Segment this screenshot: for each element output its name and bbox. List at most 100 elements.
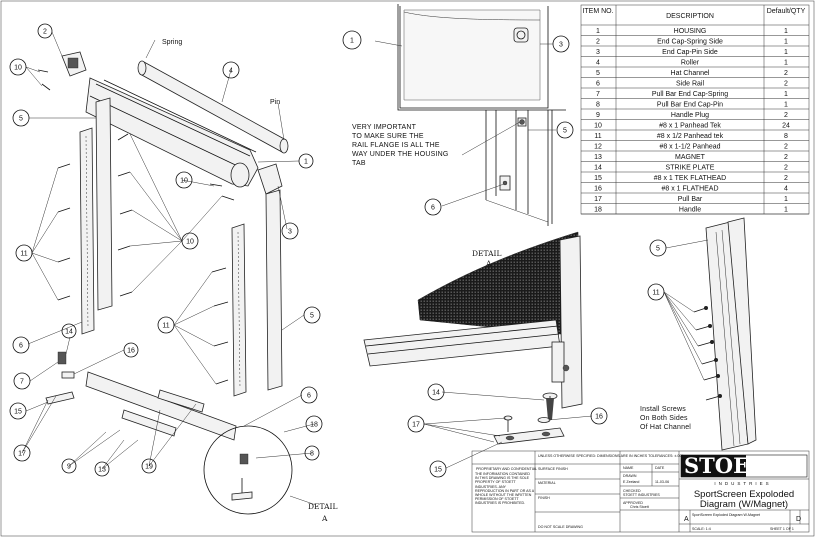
pull-bar-part: [85, 371, 237, 441]
table-cell-description: MAGNET: [675, 154, 706, 161]
table-cell-description: #8 x 1/2 Panhead tek: [657, 133, 724, 140]
callout-2: 2: [43, 29, 47, 36]
table-cell-item: 17: [594, 196, 602, 203]
callout-11-b: 11: [162, 323, 169, 330]
table-header-item: ITEM NO.: [582, 8, 613, 15]
table-cell-description: End Cap-Spring Side: [657, 39, 723, 46]
dwg-no: SportScreen Exploded Diagram W-Magnet: [692, 513, 760, 517]
table-cell-item: 6: [596, 81, 600, 88]
drawn-name: E Zeeland: [623, 480, 639, 484]
size-value: A: [684, 516, 689, 523]
callout-16-b: 16: [595, 414, 603, 421]
install-line-1: Install Screws: [640, 406, 686, 413]
callout-15-a: 15: [14, 409, 22, 416]
callout-9: 9: [67, 464, 71, 471]
surface-finish-label: SURFACE FINISH: [538, 467, 568, 471]
proprietary-text-box: THE INFORMATION CONTAINED IN THIS DRAWIN…: [475, 472, 534, 506]
rev-value: D: [796, 516, 801, 523]
table-cell-description: HOUSING: [674, 28, 707, 35]
detail-a-label-left: DETAIL: [308, 502, 337, 511]
callout-7: 7: [20, 379, 24, 386]
side-rail-left: [79, 127, 95, 335]
callout-11-a: 11: [20, 251, 27, 258]
table-cell-description: Pull Bar: [678, 196, 703, 203]
table-cell-qty: 1: [784, 91, 788, 98]
table-cell-item: 3: [596, 49, 600, 56]
drawing-title-line-1: SportScreen Expoloded: [694, 489, 794, 500]
note-line-5: TAB: [352, 160, 366, 167]
callout-11-c: 11: [652, 290, 659, 297]
table-cell-item: 14: [594, 165, 602, 172]
install-line-3: Of Hat Channel: [640, 424, 691, 431]
table-cell-item: 7: [596, 91, 600, 98]
callout-17-a: 17: [18, 451, 26, 458]
table-cell-item: 16: [594, 186, 602, 193]
note-line-1: VERY IMPORTANT: [352, 124, 417, 131]
callouts-left: 2 10 5 4 1 10 3 10 11 11 5 6 14 16 7 6 1…: [9, 23, 323, 477]
detail-a-letter-mid: A: [485, 259, 492, 268]
table-cell-qty: 1: [784, 39, 788, 46]
callout-14-b: 14: [432, 390, 440, 397]
approved-label: APPROVED: [623, 501, 643, 505]
table-cell-item: 9: [596, 112, 600, 119]
table-cell-qty: 2: [784, 112, 788, 119]
detail-a-circle: [203, 425, 293, 515]
end-cap-pin-part: [257, 163, 283, 195]
name-header: NAME: [623, 466, 634, 470]
callout-5-d: 5: [656, 246, 660, 253]
company-logo: STOETT: [684, 453, 780, 478]
table-cell-description: Handle Plug: [671, 112, 709, 119]
callout-1-b: 1: [350, 38, 354, 45]
hat-channel-detail-view: 5 11: [647, 217, 757, 451]
table-cell-item: 1: [596, 28, 600, 35]
table-cell-item: 2: [596, 39, 600, 46]
company-logo-subtitle: INDUSTRIES: [714, 481, 771, 486]
table-cell-item: 11: [594, 133, 601, 140]
table-cell-qty: 2: [784, 70, 788, 77]
table-cell-description: STRIKE PLATE: [666, 165, 715, 172]
table-cell-qty: 2: [784, 175, 788, 182]
note-line-2: TO MAKE SURE THE: [352, 133, 424, 140]
note-line-4: WAY UNDER THE HOUSING: [352, 151, 449, 158]
table-cell-item: 15: [594, 175, 602, 182]
callout-3-b: 3: [559, 42, 563, 49]
callout-14-a: 14: [65, 329, 73, 336]
callout-16-a: 16: [127, 348, 135, 355]
title-block: [471, 450, 810, 533]
housing-part: [85, 77, 259, 187]
proprietary-text: THE INFORMATION CONTAINED IN THIS DRAWIN…: [475, 472, 534, 506]
drawing-title-line-2: Diagram (W/Magnet): [700, 499, 788, 510]
table-cell-qty: 2: [784, 144, 788, 151]
callout-5-c: 5: [563, 128, 567, 135]
table-cell-description: #8 x 1 TEK FLATHEAD: [654, 175, 727, 182]
table-cell-qty: 1: [784, 60, 788, 67]
table-cell-qty: 1: [784, 102, 788, 109]
table-cell-description: Handle: [679, 207, 701, 214]
no-scale-note: DO NOT SCALE DRAWING: [538, 525, 583, 529]
table-cell-qty: 8: [784, 133, 788, 140]
hat-channel-right: [265, 189, 283, 391]
housing-detail-view: 1 3 5 6: [342, 4, 574, 226]
housing-end: [230, 162, 250, 188]
table-cell-description: Roller: [681, 60, 700, 67]
table-cell-description: #8 x 1 Panhead Tek: [659, 123, 721, 130]
table-cell-qty: 2: [784, 165, 788, 172]
callout-19: 19: [145, 464, 153, 471]
sheet-value: SHEET 1 OF 1: [770, 527, 794, 531]
spring-label: Spring: [162, 39, 182, 46]
table-cell-item: 10: [594, 123, 602, 130]
callout-10-b: 10: [180, 178, 188, 185]
table-cell-item: 12: [594, 144, 602, 151]
table-cell-qty: 4: [784, 186, 788, 193]
table-cell-qty: 1: [784, 207, 788, 214]
table-cell-qty: 2: [784, 81, 788, 88]
detail-a-label-mid: DETAIL: [472, 249, 501, 258]
table-cell-qty: 2: [784, 154, 788, 161]
callout-6-c: 6: [431, 205, 435, 212]
callout-5-b: 5: [310, 313, 314, 320]
table-cell-description: #8 x 1 FLATHEAD: [661, 186, 718, 193]
table-cell-item: 4: [596, 60, 600, 67]
callout-1-a: 1: [304, 159, 308, 166]
table-cell-qty: 24: [782, 123, 790, 130]
